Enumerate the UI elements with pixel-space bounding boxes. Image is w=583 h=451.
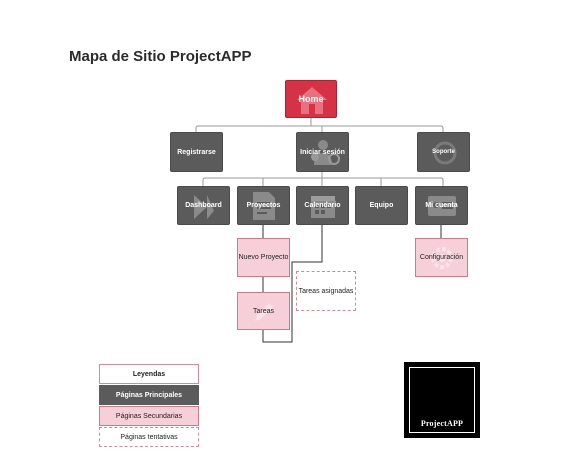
document-icon bbox=[253, 192, 275, 220]
node-calendario[interactable]: Calendario bbox=[296, 186, 349, 225]
node-label: Mi cuenta bbox=[425, 202, 458, 209]
home-icon bbox=[297, 87, 327, 114]
node-label: Proyectos bbox=[246, 202, 281, 209]
node-label: Tareas asignadas bbox=[298, 287, 354, 295]
legend-secundarias: Páginas Secundarias bbox=[99, 406, 199, 426]
node-label: Nuevo Proyecto bbox=[238, 254, 289, 261]
node-label: Configuración bbox=[419, 254, 464, 261]
node-label: Dashboard bbox=[185, 202, 222, 209]
legend: Leyendas Páginas Principales Páginas Sec… bbox=[99, 364, 199, 448]
node-label: Iniciar sesión bbox=[300, 148, 345, 156]
node-label: Home bbox=[298, 93, 324, 104]
gear-icon bbox=[431, 247, 453, 269]
projectapp-logo: ProjectAPP bbox=[404, 362, 480, 438]
node-iniciar-sesion[interactable]: Iniciar sesión bbox=[296, 132, 349, 172]
node-registrarse[interactable]: Registrarse bbox=[170, 132, 223, 172]
support-icon bbox=[433, 141, 457, 165]
node-proyectos[interactable]: Proyectos bbox=[237, 186, 290, 225]
node-configuracion[interactable]: Configuración bbox=[415, 238, 468, 277]
node-label: Calendario bbox=[304, 202, 341, 209]
node-soporte[interactable]: Soporte bbox=[417, 132, 470, 172]
legend-principales: Páginas Principales bbox=[99, 385, 199, 405]
node-dashboard[interactable]: Dashboard bbox=[177, 186, 230, 225]
node-label: Tareas bbox=[252, 307, 274, 315]
logo-text: ProjectAPP bbox=[420, 419, 464, 428]
node-mi-cuenta[interactable]: Mi cuenta bbox=[415, 186, 468, 225]
logo-frame bbox=[409, 367, 475, 433]
legend-tentativas: Páginas tentativas bbox=[99, 427, 199, 447]
pencil-icon bbox=[255, 303, 273, 321]
legend-title: Leyendas bbox=[99, 364, 199, 384]
calendar-icon bbox=[311, 196, 335, 218]
page-title: Mapa de Sitio ProjectAPP bbox=[69, 48, 252, 65]
node-label: Soporte bbox=[432, 148, 455, 155]
node-tareas-asignadas[interactable]: Tareas asignadas bbox=[296, 271, 356, 311]
dashboard-icon bbox=[194, 195, 214, 219]
node-equipo[interactable]: Equipo bbox=[355, 186, 408, 225]
node-tareas[interactable]: Tareas bbox=[237, 292, 290, 330]
id-card-icon bbox=[428, 196, 456, 216]
node-label: Equipo bbox=[369, 202, 394, 209]
users-gear-icon bbox=[311, 140, 340, 165]
node-nuevo-proyecto[interactable]: Nuevo Proyecto bbox=[237, 238, 290, 277]
node-home[interactable]: Home bbox=[285, 80, 337, 118]
node-label: Registrarse bbox=[177, 148, 216, 156]
